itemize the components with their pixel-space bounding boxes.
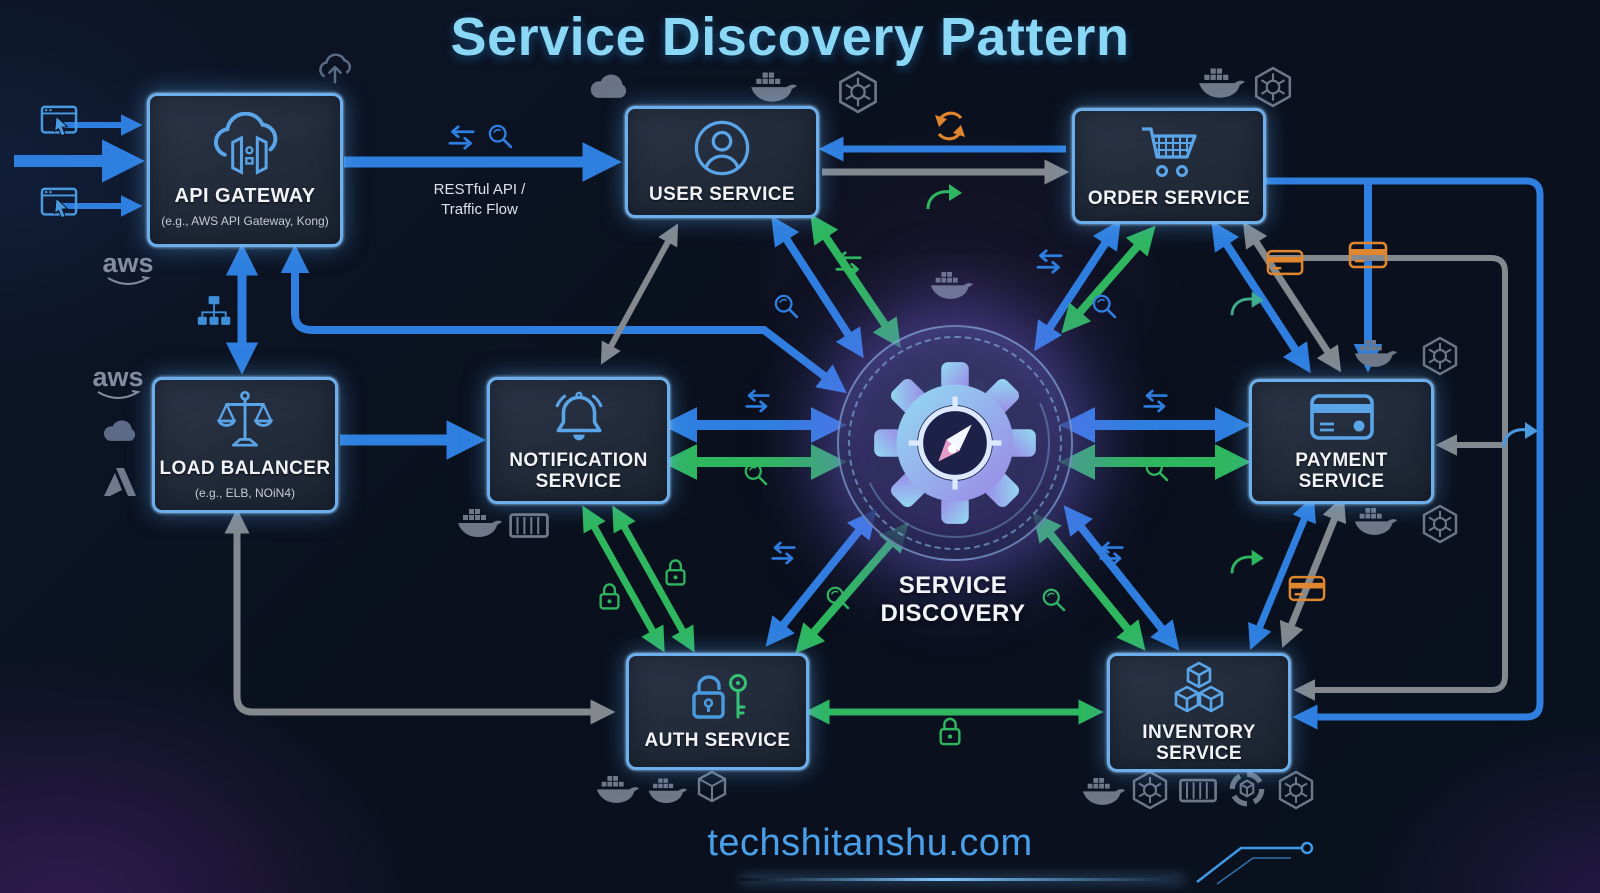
docker-icon [1199, 68, 1245, 98]
node-api-gateway: API GATEWAY (e.g., AWS API Gateway, Kong… [147, 93, 343, 247]
kubernetes-icon [1422, 504, 1458, 544]
diagram-title: Service Discovery Pattern [450, 7, 1130, 67]
search-icon [1092, 294, 1117, 319]
docker-icon [1354, 340, 1398, 367]
node-label: ORDER SERVICE [1087, 187, 1251, 209]
arrow-order-payment-gray [1242, 221, 1342, 373]
kubernetes-icon [839, 70, 877, 114]
docker-icon [596, 776, 640, 803]
kubernetes-icon [1278, 770, 1314, 810]
scales-icon [216, 391, 274, 447]
node-order-service: ORDER SERVICE [1072, 108, 1266, 224]
docker-icon [1082, 778, 1126, 805]
cubes-icon [1174, 661, 1224, 713]
node-sublabel: (e.g., ELB, NOiN4) [194, 486, 296, 501]
arrow-notification-auth-green2 [612, 505, 695, 653]
arrow-payment-inventory-blue [1248, 496, 1316, 650]
sync-arrows-icon [771, 541, 796, 565]
lock-key-icon [691, 674, 747, 720]
sync-arrows-icon [745, 389, 770, 413]
cloud-icon [590, 74, 627, 98]
cube-icon [697, 770, 727, 803]
node-payment-service: PAYMENT SERVICE [1249, 379, 1434, 504]
arrow-user-discovery-green [810, 213, 901, 349]
sync-arrows-icon [1036, 249, 1063, 274]
container-icon [509, 513, 549, 538]
cart-icon [1142, 127, 1197, 177]
aws-logo: aws [102, 248, 153, 278]
lock-icon [939, 717, 961, 746]
node-user-service: USER SERVICE [625, 106, 819, 218]
cloud-gateway-icon [214, 111, 278, 175]
node-label: AUTH SERVICE [644, 730, 791, 752]
docker-icon [458, 509, 502, 537]
arrow-loadbalancer-auth [224, 508, 616, 725]
node-notification-service: NOTIFICATION SERVICE [487, 377, 670, 504]
node-label: INVENTORY SERVICE [1142, 721, 1256, 764]
share-arrow-icon [1502, 420, 1540, 449]
bell-icon [555, 391, 602, 441]
azure-icon [104, 468, 136, 496]
openshift-icon [1232, 774, 1261, 803]
lock-icon [665, 559, 686, 586]
arrows [14, 114, 1544, 730]
share-arrow-icon [1230, 548, 1266, 575]
kubernetes-icon [1422, 336, 1458, 376]
credit-card-icon [1309, 393, 1374, 440]
node-label: PAYMENT SERVICE [1295, 449, 1388, 492]
flow-label-line1: RESTful API / [433, 181, 526, 198]
docker-icon [1354, 508, 1398, 535]
aws-logo: aws [92, 362, 143, 392]
search-icon [774, 294, 799, 319]
sync-arrows-icon [1143, 389, 1168, 413]
user-icon [694, 120, 750, 176]
arrow-user-discovery-blue [771, 215, 864, 359]
flow-label-line2: Traffic Flow [441, 200, 518, 218]
aws-smile [107, 276, 151, 285]
hub-dashed-ring [848, 336, 1062, 550]
decorative-icons: aws aws [40, 53, 1540, 810]
arrow-order-to-inventory-loop [1264, 177, 1544, 730]
sitemap-icon [196, 295, 232, 326]
sync-arrows-icon [448, 125, 475, 150]
arrow-discovery-auth-green [795, 522, 909, 654]
node-label: USER SERVICE [649, 183, 795, 205]
lock-icon [599, 583, 620, 610]
aws-smile [97, 390, 141, 399]
gear-compass-icon [874, 362, 1036, 524]
watermark: techshitanshu.com [707, 822, 1033, 864]
node-label: NOTIFICATION SERVICE [509, 449, 648, 492]
arrow-payment-inventory-gray [1279, 495, 1347, 649]
cloud-icon [103, 420, 136, 441]
circuit-decoration [1196, 841, 1314, 885]
node-label: LOAD BALANCER [159, 458, 331, 480]
node-auth-service: AUTH SERVICE [626, 653, 809, 770]
arrow-discovery-to-gateway [280, 244, 847, 394]
kubernetes-icon [1132, 770, 1168, 810]
node-label: API GATEWAY [174, 184, 316, 207]
arrow-discovery-inventory-blue [1063, 505, 1180, 651]
service-discovery-hub [833, 321, 1077, 565]
node-inventory-service: INVENTORY SERVICE [1107, 653, 1291, 772]
service-discovery-label: SERVICE DISCOVERY [880, 572, 1026, 627]
node-load-balancer: LOAD BALANCER (e.g., ELB, NOiN4) [152, 377, 338, 513]
docker-icon [930, 272, 974, 299]
docker-icon [648, 778, 688, 803]
search-icon [488, 124, 513, 149]
arrow-order-to-inventory-gray-loop [1266, 255, 1508, 701]
browser-cursor-icon [40, 105, 78, 137]
refresh-icon [933, 111, 967, 141]
kubernetes-icon [1254, 66, 1292, 108]
share-arrow-icon [926, 182, 964, 211]
arrow-order-discovery-green [1061, 225, 1156, 334]
watermark-underline [740, 878, 1185, 881]
container-icon [1179, 778, 1217, 803]
docker-icon [751, 72, 797, 102]
arrow-notification-user-gray [600, 223, 679, 365]
node-sublabel: (e.g., AWS API Gateway, Kong) [161, 214, 329, 228]
flow-label: RESTful API / Traffic Flow [392, 180, 567, 219]
